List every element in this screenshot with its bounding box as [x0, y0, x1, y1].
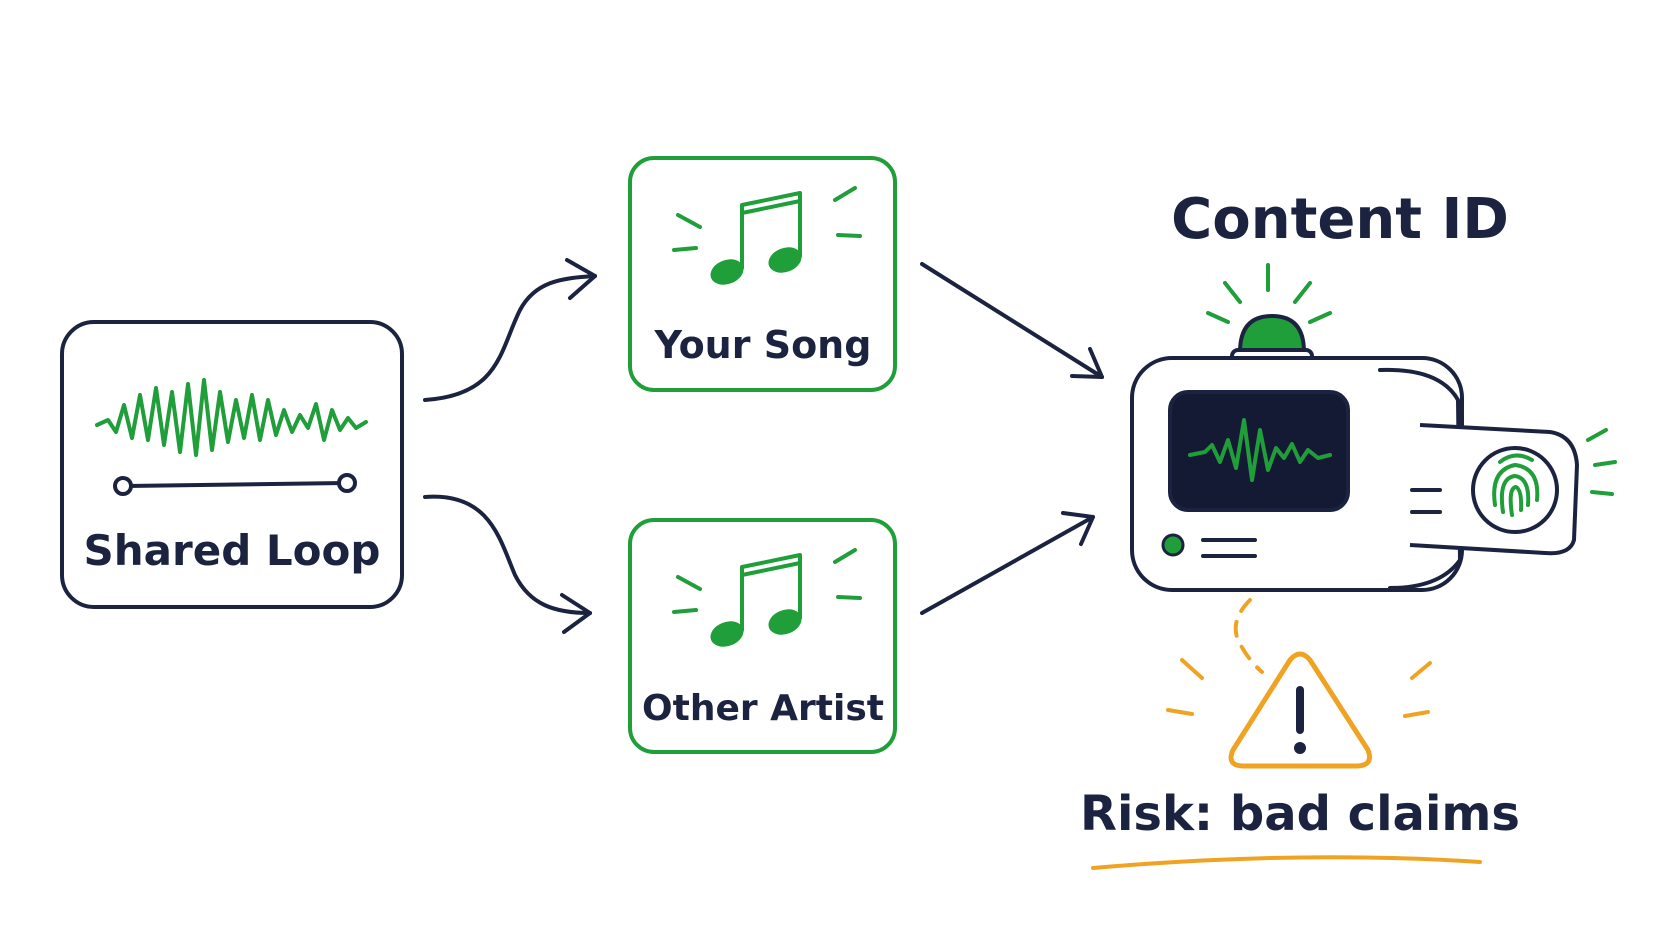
alarm-rays-icon — [1206, 263, 1332, 324]
arrow-loop-to-your-song — [423, 258, 597, 402]
sound-lines-icon — [672, 186, 862, 252]
other-artist-label: Other Artist — [642, 688, 884, 729]
music-note-icon — [710, 553, 802, 647]
sound-lines-icon — [672, 548, 862, 614]
arrow-other-artist-to-content-id — [920, 511, 1095, 615]
scanner-machine-icon — [1130, 263, 1617, 592]
loop-range-bar — [113, 473, 357, 496]
fingerprint-icon — [1492, 453, 1540, 517]
warning-icon — [1228, 651, 1372, 769]
your-song-label: Your Song — [654, 323, 872, 367]
risk-label: Risk: bad claims — [1080, 786, 1520, 842]
card-glow-icon — [1586, 428, 1617, 496]
fingerprint-card — [1409, 423, 1579, 556]
arrow-your-song-to-content-id — [920, 262, 1104, 379]
shared-loop-label: Shared Loop — [84, 526, 381, 575]
music-note-icon — [710, 191, 802, 285]
shared-loop-node: Shared Loop — [60, 320, 404, 609]
your-song-node: Your Song — [628, 156, 897, 392]
waveform-icon — [95, 378, 368, 457]
dashed-connector — [1233, 598, 1264, 674]
other-artist-node: Other Artist — [628, 518, 897, 754]
arrow-loop-to-other-artist — [423, 494, 592, 634]
risk-underline — [1091, 855, 1482, 870]
warning-rays-icon — [1166, 658, 1432, 718]
content-id-title: Content ID — [1171, 187, 1509, 252]
scanner-screen — [1168, 390, 1350, 512]
